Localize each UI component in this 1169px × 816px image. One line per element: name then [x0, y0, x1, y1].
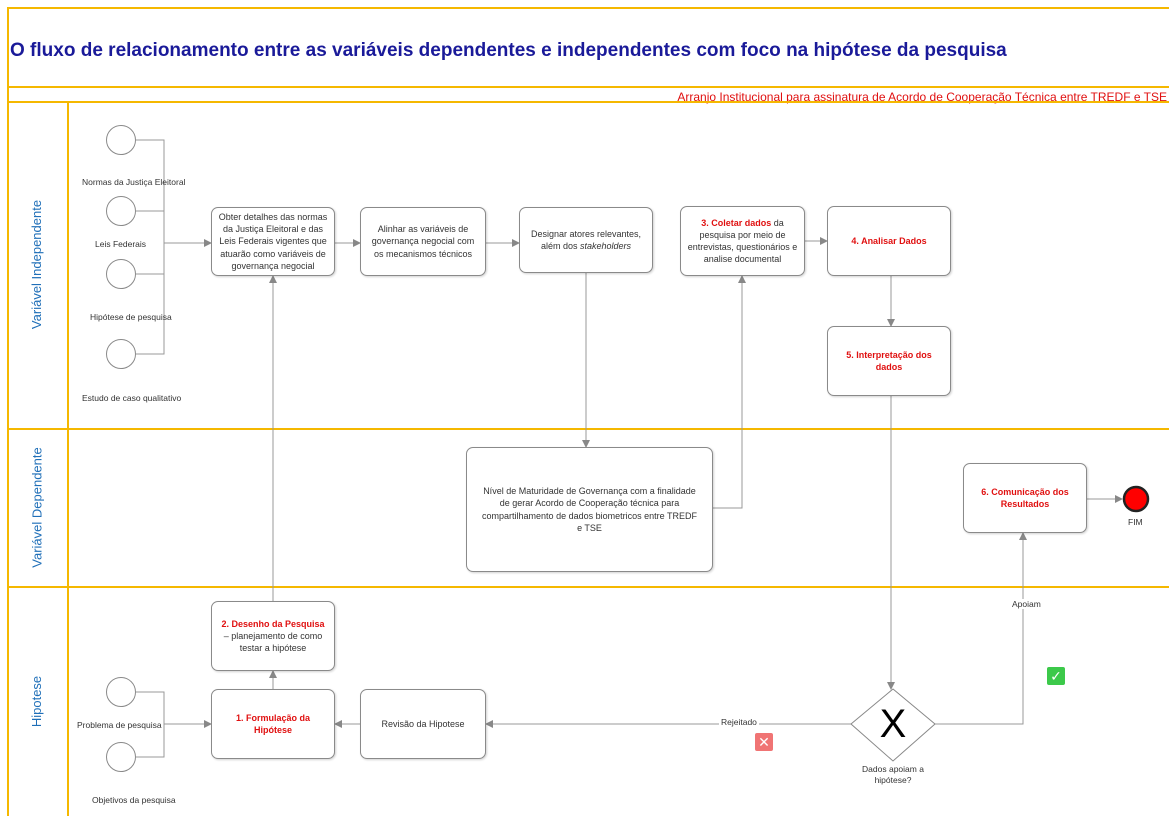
- task-analisar-dados: 4. Analisar Dados: [827, 206, 951, 276]
- start-event-objetivos: [106, 742, 136, 772]
- close-icon: ✕: [755, 733, 773, 751]
- end-event: [1122, 485, 1150, 513]
- task-interpretacao-text: 5. Interpretação dos dados: [846, 349, 932, 372]
- lane-header-divider: [67, 101, 69, 816]
- gateway-diamond: [850, 688, 936, 762]
- label-estudo-caso: Estudo de caso qualitativo: [82, 393, 182, 403]
- start-event-problema: [106, 677, 136, 707]
- inputs-bracket: [136, 139, 165, 355]
- lane-divider-1: [7, 428, 1169, 430]
- task-comunicacao-text: 6. Comunicação dos Resultados: [981, 486, 1069, 509]
- task-coletar-dados: 3. Coletar dados da pesquisa por meio de…: [680, 206, 805, 276]
- gateway-label: Dados apoiam a hipótese?: [862, 764, 924, 785]
- task-interpretacao: 5. Interpretação dos dados: [827, 326, 951, 396]
- label-hipotese-pesquisa: Hipótese de pesquisa: [90, 312, 172, 322]
- task-comunicacao: 6. Comunicação dos Resultados: [963, 463, 1087, 533]
- task-designar-content: Designar atores relevantes, além dos sta…: [526, 228, 646, 252]
- arrow-nivel-coletar: [713, 275, 746, 509]
- label-normas: Normas da Justiça Eleitoral: [82, 177, 186, 187]
- task-desenho-content: 2. Desenho da Pesquisa – planejamento de…: [218, 618, 328, 654]
- task-designar-text: Designar atores relevantes, além dos: [530, 228, 642, 251]
- task-obter-detalhes: Obter detalhes das normas da Justiça Ele…: [211, 207, 335, 276]
- task-nivel-text: Nível de Maturidade de Governança com a …: [482, 486, 697, 533]
- label-apoiam: Apoiam: [1010, 599, 1043, 609]
- task-alinhar: Alinhar as variáveis de governança negoc…: [360, 207, 486, 276]
- task-coletar-title: 3. Coletar dados: [701, 217, 772, 228]
- task-desenho-text: – planejamento de como testar a hipótese: [223, 630, 323, 654]
- task-revisao-hipotese: Revisão da Hipotese: [360, 689, 486, 759]
- label-leis: Leis Federais: [95, 239, 147, 249]
- arrow-supported-comunicacao: [935, 532, 1027, 725]
- check-icon: ✓: [1047, 667, 1065, 685]
- diagram-frame: [7, 7, 1169, 816]
- lane-divider-2: [7, 586, 1169, 588]
- title-divider: [7, 86, 1169, 88]
- gateway-x-symbol: X: [879, 702, 907, 746]
- task-analisar-text: 4. Analisar Dados: [851, 235, 927, 246]
- task-formulacao-hipotese: 1. Formulação da Hipótese: [211, 689, 335, 759]
- diagram-title: O fluxo de relacionamento entre as variá…: [10, 40, 1007, 61]
- task-revisao-text: Revisão da Hipotese: [381, 718, 465, 729]
- lane-top-border: [7, 101, 1169, 103]
- task-desenho-title: 2. Desenho da Pesquisa: [221, 618, 325, 629]
- start-event-leis: [106, 196, 136, 226]
- task-desenho-pesquisa: 2. Desenho da Pesquisa – planejamento de…: [211, 601, 335, 671]
- label-objetivos: Objetivos da pesquisa: [92, 795, 176, 805]
- task-designar: Designar atores relevantes, além dos sta…: [519, 207, 653, 273]
- diagram-subtitle: Arranjo Institucional para assinatura de…: [677, 90, 1167, 104]
- start-event-normas: [106, 125, 136, 155]
- start-event-estudo: [106, 339, 136, 369]
- label-problema: Problema de pesquisa: [77, 720, 162, 730]
- task-coletar-content: 3. Coletar dados da pesquisa por meio de…: [687, 217, 798, 266]
- task-nivel-maturidade: Nível de Maturidade de Governança com a …: [466, 447, 713, 572]
- label-fim: FIM: [1128, 517, 1143, 527]
- task-alinhar-text: Alinhar as variáveis de governança negoc…: [371, 224, 475, 259]
- task-formulacao-text: 1. Formulação da Hipótese: [235, 712, 311, 735]
- task-obter-text: Obter detalhes das normas da Justiça Ele…: [218, 212, 328, 271]
- label-rejeitado: Rejeitado: [719, 717, 759, 727]
- task-designar-italic: stakeholders: [580, 241, 632, 251]
- task-coletar-text: da pesquisa por meio de entrevistas, que…: [687, 217, 798, 265]
- start-event-hipotese: [106, 259, 136, 289]
